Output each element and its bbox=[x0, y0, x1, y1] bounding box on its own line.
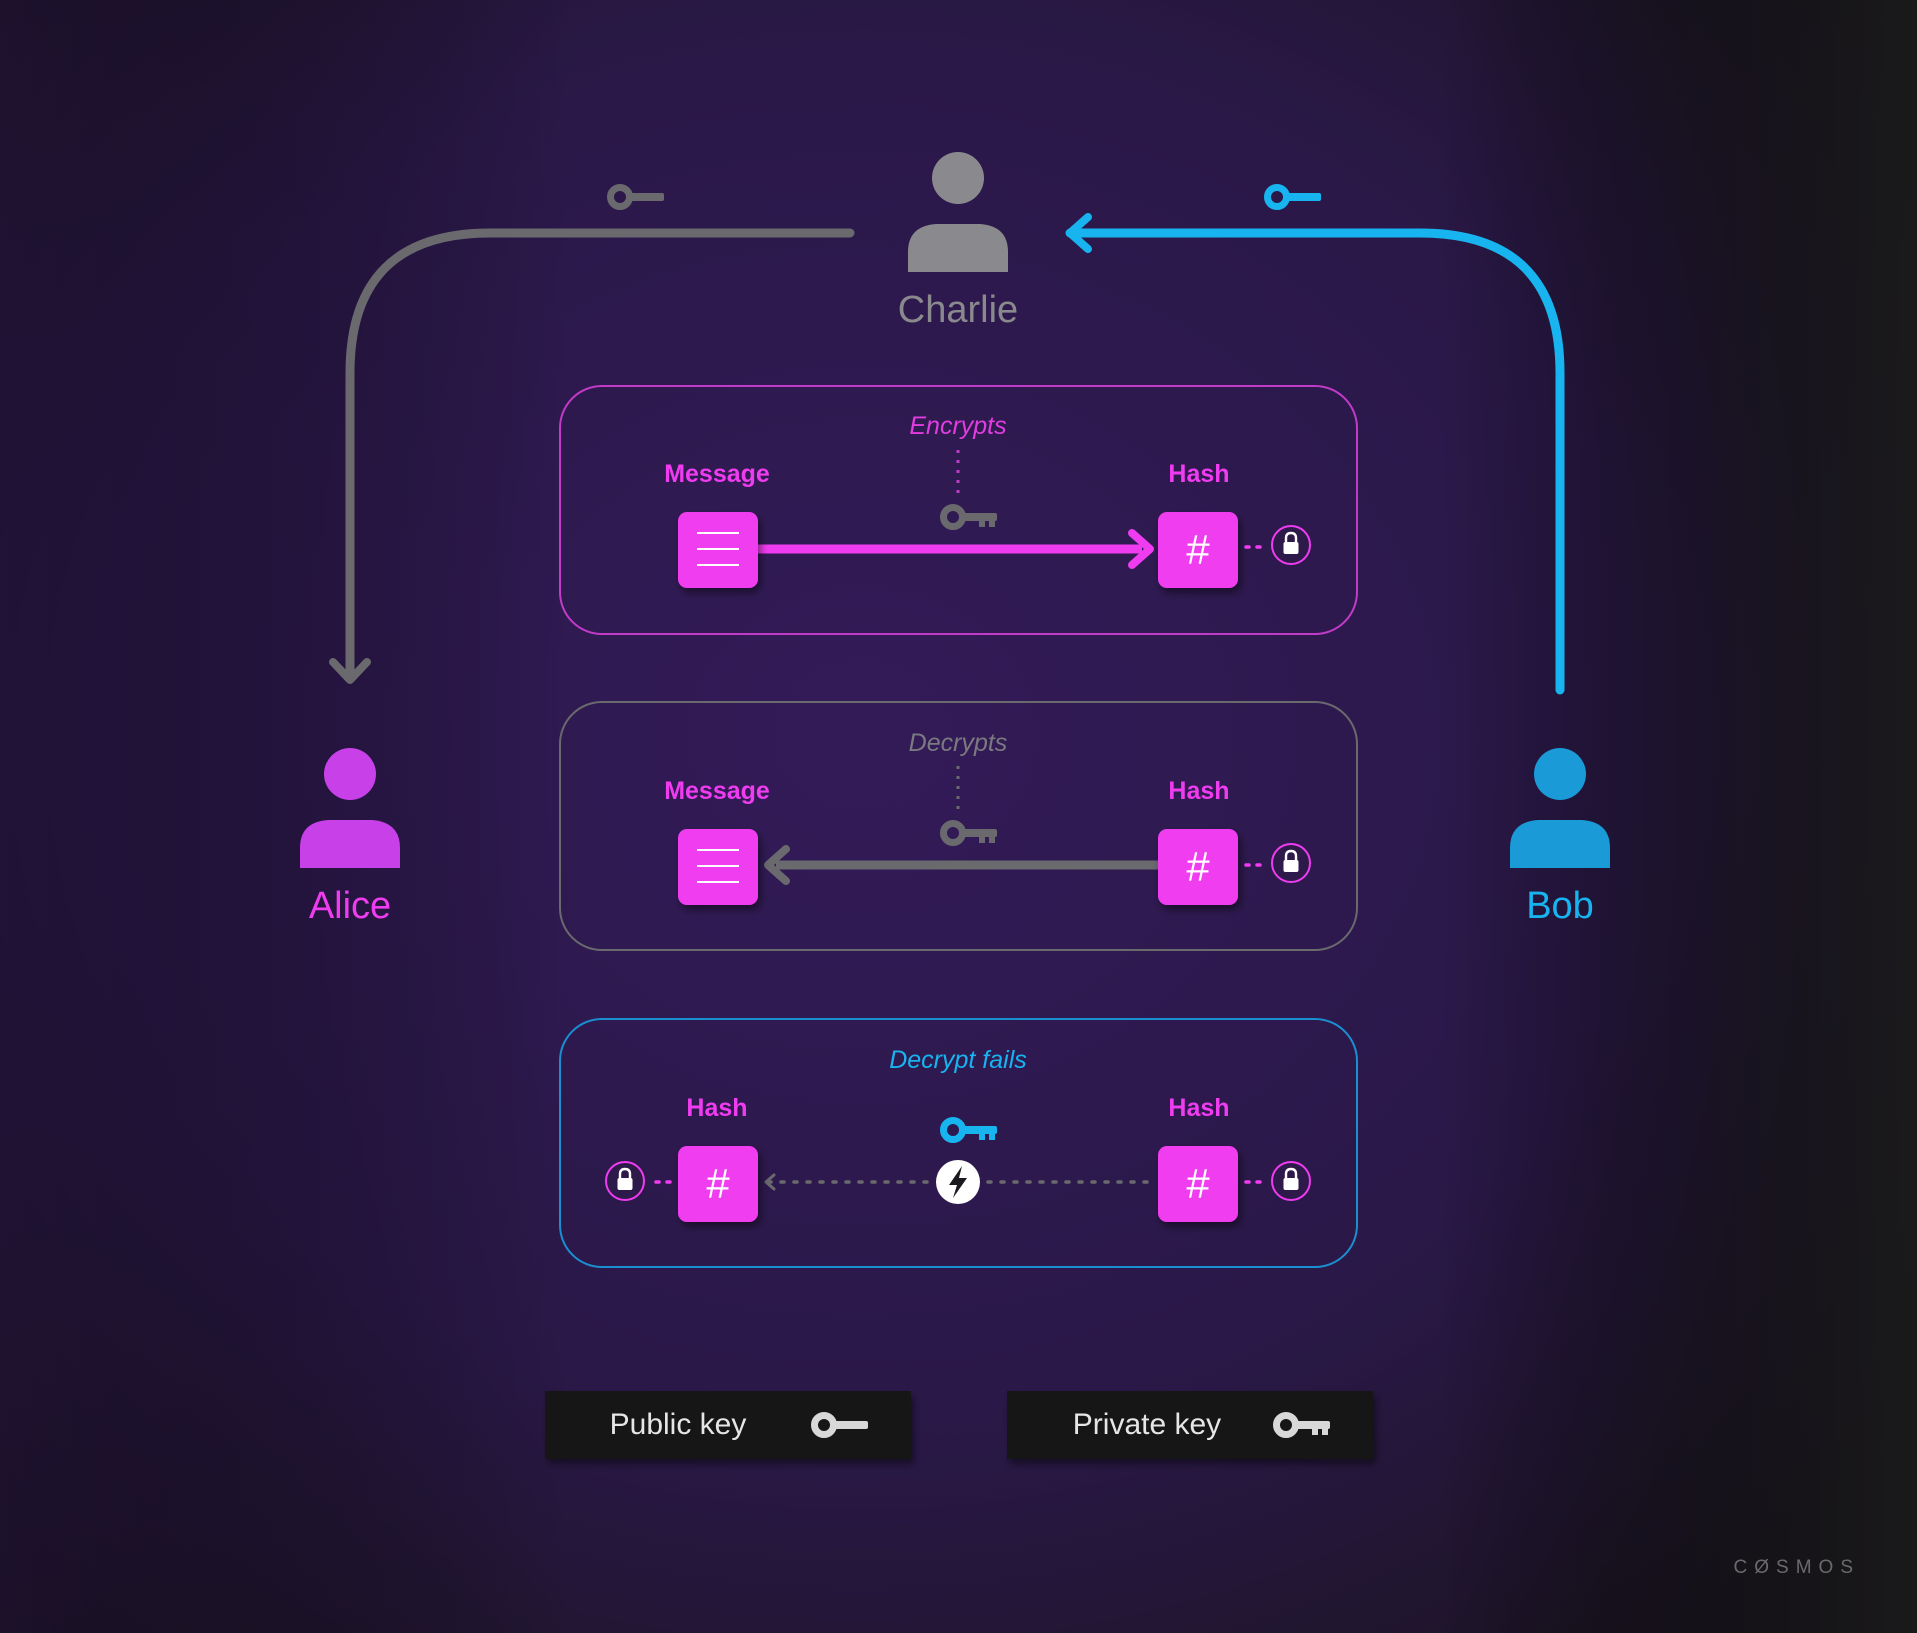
arrowhead-left-icon bbox=[764, 845, 790, 885]
hash-tile: # bbox=[678, 1146, 758, 1222]
arrowhead-right-icon bbox=[1128, 529, 1154, 569]
lock-badge bbox=[1271, 1161, 1311, 1201]
message-label: Message bbox=[664, 777, 770, 805]
panel-border bbox=[559, 1018, 1358, 1268]
alice-person: Alice bbox=[300, 748, 400, 927]
hash-tile: # bbox=[1158, 1146, 1238, 1222]
panel-border bbox=[559, 701, 1358, 951]
lock-badge bbox=[605, 1161, 645, 1201]
hash-label: Hash bbox=[1168, 1094, 1229, 1122]
panel-title: Decrypt fails bbox=[889, 1046, 1027, 1074]
fail-badge bbox=[936, 1160, 980, 1204]
panel-title: Decrypts bbox=[909, 729, 1008, 757]
hash-tile: # bbox=[1158, 512, 1238, 588]
charlie-label: Charlie bbox=[898, 289, 1018, 331]
lock-badge bbox=[1271, 525, 1311, 565]
message-tile bbox=[678, 512, 758, 588]
bob-to-charlie-line bbox=[1065, 228, 1565, 695]
decrypts-panel: Decrypts Message Hash # bbox=[559, 701, 1358, 951]
legend-private-key-label: Private key bbox=[1073, 1408, 1221, 1441]
hash-symbol: # bbox=[706, 1160, 730, 1207]
hash-label: Hash bbox=[1168, 777, 1229, 805]
hash-label: Hash bbox=[686, 1094, 747, 1122]
hash-symbol: # bbox=[1186, 1160, 1210, 1207]
lock-badge bbox=[1271, 843, 1311, 883]
hash-tile: # bbox=[1158, 829, 1238, 905]
hash-symbol: # bbox=[1186, 843, 1210, 890]
legend-public-key-label: Public key bbox=[610, 1408, 747, 1441]
encrypts-panel: Encrypts Message Hash # bbox=[559, 385, 1358, 635]
legend: Public key Private key bbox=[545, 1391, 1373, 1459]
message-label: Message bbox=[664, 460, 770, 488]
legend-private-key: Private key bbox=[1007, 1391, 1373, 1459]
panel-title: Encrypts bbox=[909, 412, 1006, 440]
arrowhead-left-icon bbox=[764, 1173, 776, 1191]
bob-label: Bob bbox=[1526, 885, 1594, 927]
alice-label: Alice bbox=[309, 885, 391, 927]
hash-label: Hash bbox=[1168, 460, 1229, 488]
legend-public-key: Public key bbox=[545, 1391, 911, 1459]
charlie-person: Charlie bbox=[898, 152, 1018, 331]
charlie-to-alice-line bbox=[345, 228, 855, 675]
hash-symbol: # bbox=[1186, 526, 1210, 573]
decrypt-fails-panel: Decrypt fails Hash Hash # # bbox=[559, 1018, 1358, 1268]
bob-person: Bob bbox=[1510, 748, 1610, 927]
cosmos-logo: CØSMOS bbox=[1734, 1557, 1860, 1578]
panel-border bbox=[559, 385, 1358, 635]
arrowhead-left-icon bbox=[1066, 213, 1092, 253]
message-tile bbox=[678, 829, 758, 905]
arrowhead-down-icon bbox=[329, 658, 371, 684]
lightning-icon bbox=[949, 1166, 967, 1198]
